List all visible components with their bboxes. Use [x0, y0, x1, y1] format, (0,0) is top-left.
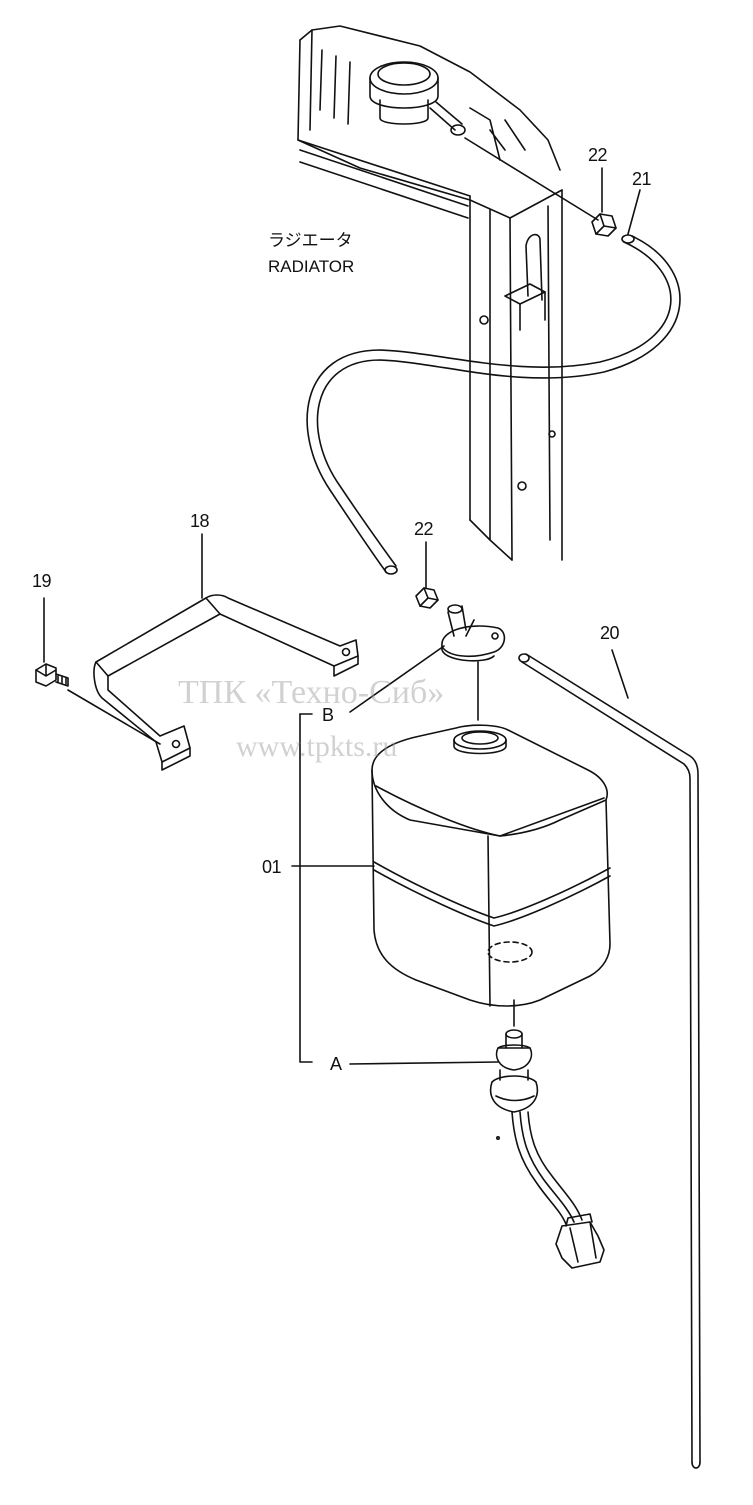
callout-20: 20	[600, 623, 620, 643]
radiator-label-en: RADIATOR	[268, 257, 355, 276]
overflow-hose	[518, 653, 701, 1469]
callout-b: B	[322, 705, 335, 725]
watermark-company: ТПК «Техно-Сиб»	[178, 674, 445, 711]
ref-bracket	[299, 713, 313, 1063]
leader-21	[627, 189, 641, 235]
bolt-alignment-line	[67, 689, 161, 745]
callout-18: 18	[190, 511, 210, 531]
lower-clamp-nut	[415, 587, 439, 609]
level-sensor	[489, 999, 605, 1269]
stray-dot	[495, 1136, 500, 1141]
callout-01: 01	[262, 857, 282, 877]
tank-bracket	[93, 594, 359, 771]
radiator-hose	[306, 234, 681, 575]
leader-upper-nut	[464, 137, 599, 221]
radiator-cap	[369, 61, 439, 125]
callout-a: A	[330, 1054, 343, 1074]
leader-b	[349, 645, 445, 713]
leader-a	[349, 1061, 499, 1065]
callout-19: 19	[32, 571, 52, 591]
watermark-url: www.tpkts.ru	[236, 730, 398, 763]
callout-21: 21	[632, 169, 652, 189]
callout-22-upper: 22	[588, 145, 608, 165]
bracket-bolt	[35, 663, 69, 687]
tank-cap	[441, 604, 506, 662]
leader-20	[611, 649, 629, 699]
radiator-label-ja: ラジエータ	[268, 231, 353, 250]
radiator	[297, 25, 563, 561]
callout-22-lower: 22	[414, 519, 434, 539]
reservoir-tank	[371, 724, 611, 1007]
upper-clamp-nut	[591, 213, 617, 237]
